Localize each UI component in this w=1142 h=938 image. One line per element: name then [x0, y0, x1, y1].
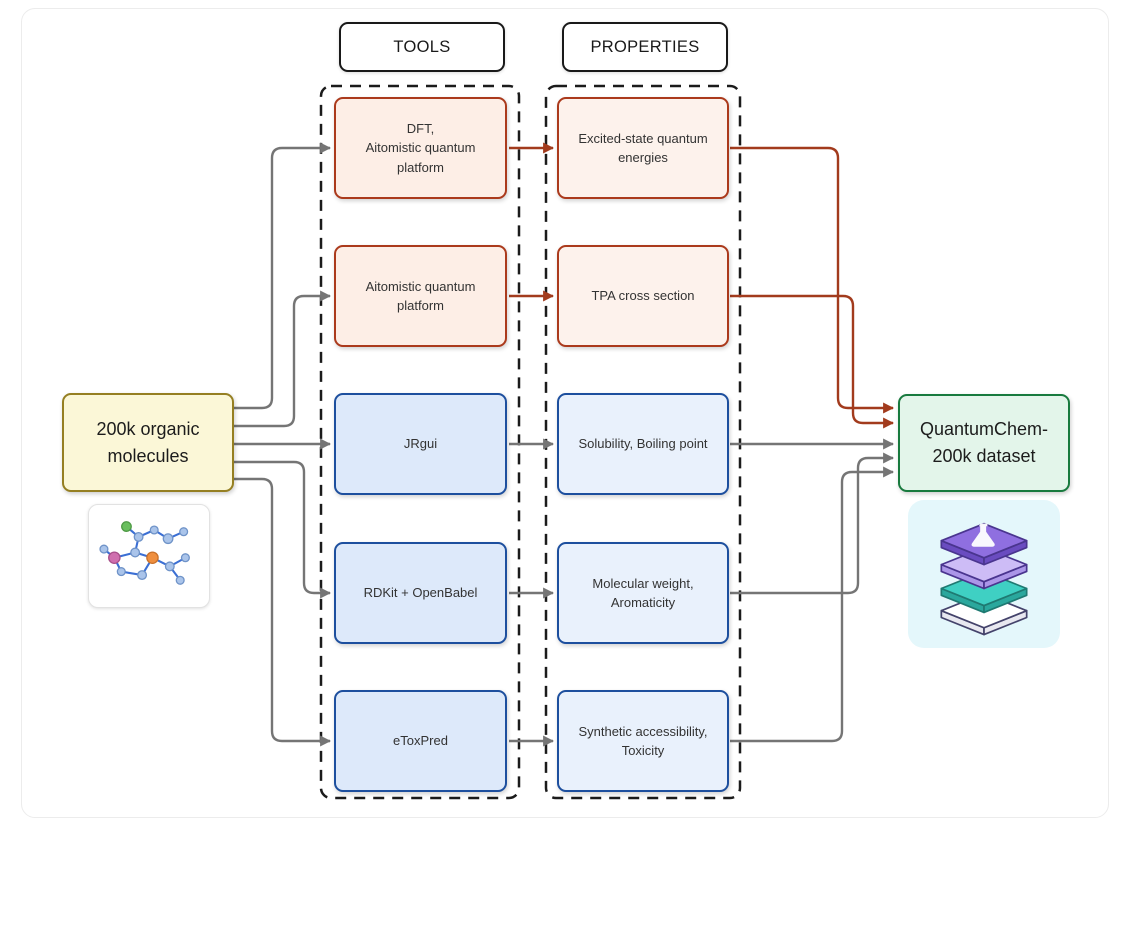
tool-node-etoxpred: eToxPred	[334, 690, 507, 792]
tool-node-rdkit-openbabel-label: RDKit + OpenBabel	[363, 585, 478, 601]
tool-node-rdkit-openbabel: RDKit + OpenBabel	[334, 542, 507, 644]
tools-header: TOOLS	[339, 22, 505, 72]
tool-node-etoxpred-label: eToxPred	[393, 733, 448, 749]
property-node-molecular-weight: Molecular weight, Aromaticity	[557, 542, 729, 644]
tools-header-label: TOOLS	[393, 37, 451, 56]
tool-node-jrgui-label: JRgui	[403, 436, 438, 452]
tool-node-aitomistic-label: Aitomistic quantum platform	[365, 278, 476, 314]
source-node-label: 200k organic molecules	[96, 418, 200, 466]
property-node-tpa-label: TPA cross section	[591, 288, 695, 304]
source-node: 200k organic molecules	[62, 393, 234, 492]
tool-node-dft: DFT, Aitomistic quantum platform	[334, 97, 507, 199]
molecule-icon-card	[88, 504, 210, 608]
tool-node-dft-label: DFT, Aitomistic quantum platform	[365, 120, 476, 175]
tool-node-jrgui: JRgui	[334, 393, 507, 495]
dataset-layers-icon	[940, 522, 1028, 636]
tool-node-aitomistic: Aitomistic quantum platform	[334, 245, 507, 347]
output-node: QuantumChem- 200k dataset	[898, 394, 1070, 492]
flask-icon	[971, 523, 995, 547]
property-node-molecular-weight-label: Molecular weight, Aromaticity	[592, 575, 694, 611]
property-node-solubility-label: Solubility, Boiling point	[578, 436, 708, 452]
property-node-excited-state-label: Excited-state quantum energies	[578, 130, 708, 166]
properties-header: PROPERTIES	[562, 22, 728, 72]
molecule-icon	[99, 521, 190, 585]
properties-header-label: PROPERTIES	[590, 37, 700, 56]
output-node-label: QuantumChem- 200k dataset	[919, 419, 1049, 466]
property-node-tpa: TPA cross section	[557, 245, 729, 347]
dataset-icon-card	[908, 500, 1060, 648]
property-node-excited-state: Excited-state quantum energies	[557, 97, 729, 199]
property-node-synthetic-accessibility-label: Synthetic accessibility, Toxicity	[578, 723, 708, 759]
property-node-solubility: Solubility, Boiling point	[557, 393, 729, 495]
property-node-synthetic-accessibility: Synthetic accessibility, Toxicity	[557, 690, 729, 792]
